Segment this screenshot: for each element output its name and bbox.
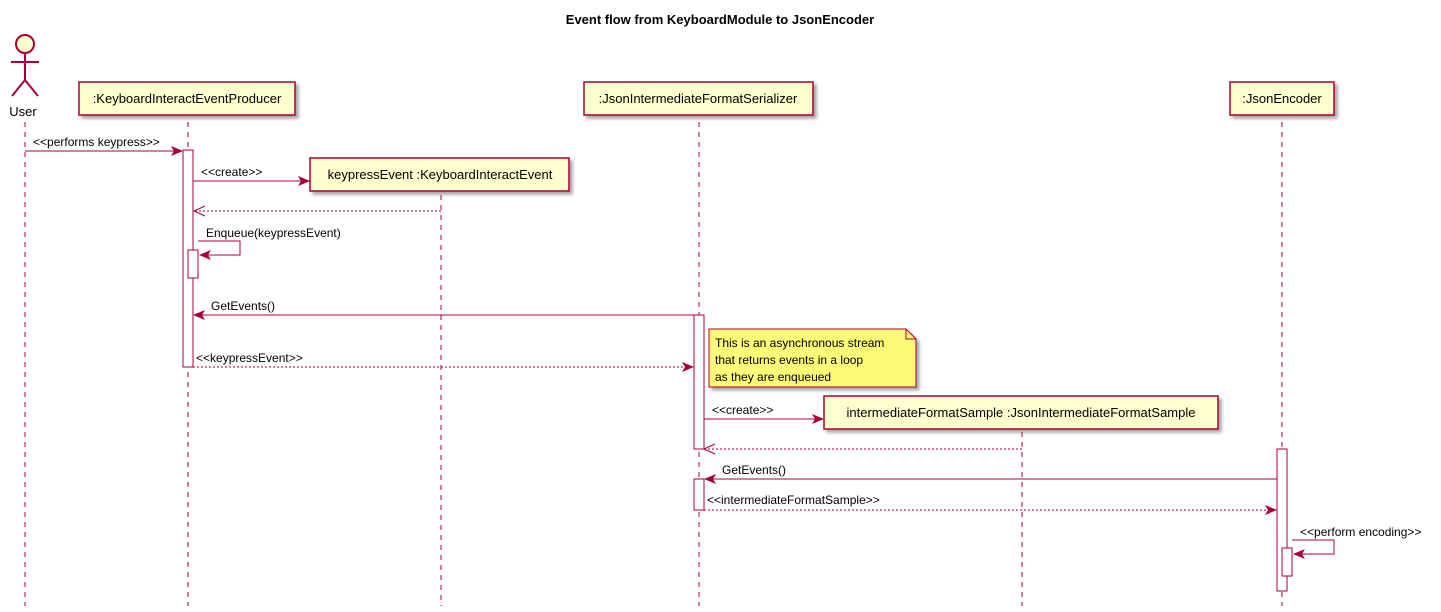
note-line-1: This is an asynchronous stream [715,336,884,350]
encoder-activation [1276,448,1288,592]
message-sample-return-label: <<intermediateFormatSample>> [707,493,880,507]
message-create-event-label: <<create>> [201,165,262,179]
participant-serializer: :JsonIntermediateFormatSerializer [583,81,814,116]
message-perform-encoding: <<perform encoding>> [1292,525,1421,559]
encoder-perform-activation [1281,547,1293,577]
participant-encoder-label: :JsonEncoder [1242,91,1322,106]
message-performs-keypress-label: <<performs keypress>> [33,135,160,149]
message-sample-return: <<intermediateFormatSample>> [704,493,1277,515]
participant-intermediate-sample: intermediateFormatSample :JsonIntermedia… [823,395,1219,430]
message-keypress-event-return-label: <<keypressEvent>> [196,351,303,365]
participant-producer: :KeyboardInteractEventProducer [78,81,296,116]
participant-keypress-event: keypressEvent :KeyboardInteractEvent [309,157,570,192]
participant-encoder: :JsonEncoder [1229,81,1335,116]
participant-keypress-event-label: keypressEvent :KeyboardInteractEvent [328,167,553,182]
diagram-title: Event flow from KeyboardModule to JsonEn… [566,12,874,27]
message-get-events-2: GetEvents() [704,463,1277,484]
message-get-events-1-label: GetEvents() [211,299,275,313]
message-perform-encoding-label: <<perform encoding>> [1300,525,1421,539]
note-line-3: as they are enqueued [715,370,831,384]
message-get-events-2-label: GetEvents() [722,463,786,477]
message-create-event: <<create>> [193,165,310,186]
message-enqueue: Enqueue(keypressEvent) [198,226,341,260]
message-create-sample-return [702,443,1022,455]
user-actor-label: User [9,104,37,119]
serializer-activation [693,314,705,450]
serializer-getevents-activation [693,478,705,511]
note-line-2: that returns events in a loop [715,353,863,367]
message-create-sample: <<create>> [704,403,824,424]
message-create-event-return [192,205,441,217]
async-stream-note: This is an asynchronous stream that retu… [708,328,917,388]
participant-producer-label: :KeyboardInteractEventProducer [93,91,282,106]
participant-intermediate-sample-label: intermediateFormatSample :JsonIntermedia… [847,405,1196,420]
participant-serializer-label: :JsonIntermediateFormatSerializer [599,91,798,106]
message-keypress-event-return: <<keypressEvent>> [193,351,694,372]
message-performs-keypress: <<performs keypress>> [25,135,183,156]
message-enqueue-label: Enqueue(keypressEvent) [206,226,341,240]
message-get-events-1: GetEvents() [193,299,694,320]
producer-enqueue-activation [187,249,199,279]
message-create-sample-label: <<create>> [712,403,773,417]
user-actor: User [9,34,39,119]
